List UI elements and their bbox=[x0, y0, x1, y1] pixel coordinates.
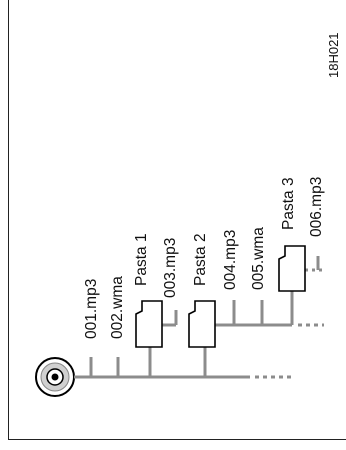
file-label-002: 002.wma bbox=[109, 276, 126, 339]
file-label-004: 004.mp3 bbox=[222, 229, 239, 290]
cd-disc-icon bbox=[35, 357, 75, 397]
file-label-001: 001.mp3 bbox=[83, 278, 100, 339]
folder-icon bbox=[135, 300, 163, 348]
folder-icon bbox=[278, 245, 306, 292]
folder-label-pasta3: Pasta 3 bbox=[280, 177, 297, 230]
folder-label-pasta1: Pasta 1 bbox=[133, 233, 150, 286]
file-label-003: 003.mp3 bbox=[162, 237, 179, 298]
file-label-005: 005.wma bbox=[250, 227, 267, 290]
file-label-006: 006.mp3 bbox=[308, 176, 325, 237]
folder-icon bbox=[188, 300, 216, 348]
folder-label-pasta2: Pasta 2 bbox=[192, 233, 209, 286]
figure-code: 18H021 bbox=[326, 32, 341, 78]
continuation-dots bbox=[255, 268, 326, 379]
